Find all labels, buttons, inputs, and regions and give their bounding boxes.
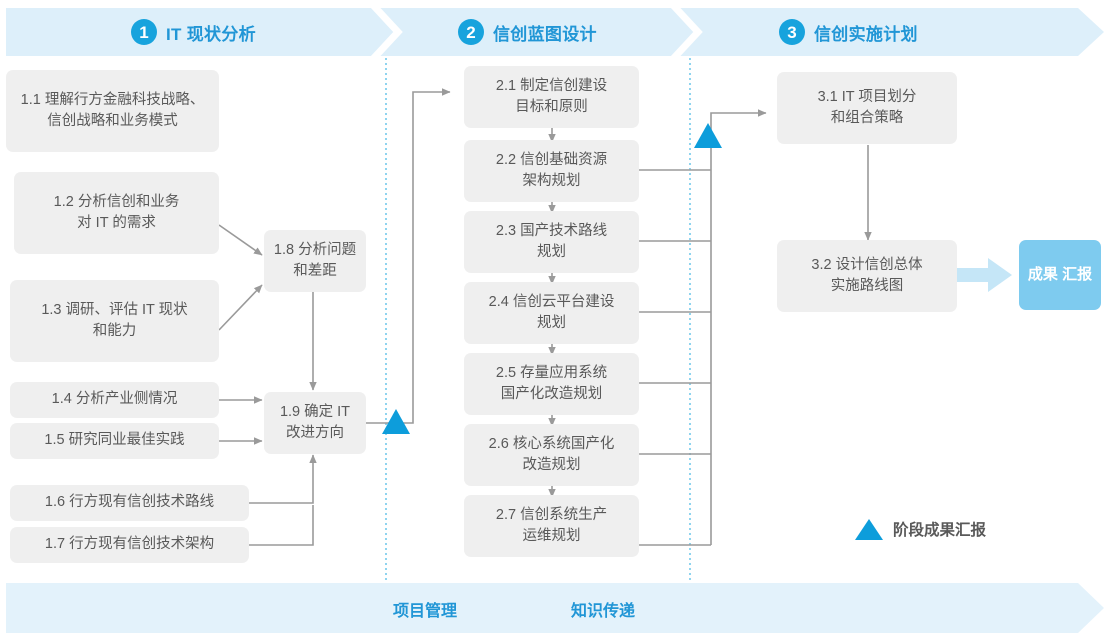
result-badge-line-1: 成果 (1027, 266, 1058, 284)
task-1-9-line-1: 1.9 确定 IT (279, 403, 351, 420)
task-box-1-5[interactable]: 1.5 研究同业最佳实践 (10, 423, 219, 459)
task-box-3-2[interactable]: 3.2 设计信创总体 实施路线图 (777, 240, 957, 312)
connectors-phase1 (218, 88, 451, 546)
task-box-1-6[interactable]: 1.6 行方现有信创技术路线 (10, 485, 249, 521)
task-1-1-line-2: 信创战略和业务模式 (47, 113, 178, 129)
task-1-2-line-2: 对 IT 的需求 (77, 215, 156, 231)
task-2-1-line-1: 2.1 制定信创建设 (495, 77, 608, 94)
phase-number-3: 3 (779, 19, 805, 45)
task-2-2-line-1: 2.2 信创基础资源 (495, 151, 608, 168)
task-box-1-2[interactable]: 1.2 分析信创和业务 对 IT 的需求 (14, 172, 219, 254)
result-report-badge[interactable]: 成果 汇报 (1019, 240, 1101, 310)
phase-title-3: 信创实施计划 (814, 24, 918, 44)
task-3-2-line-2: 实施路线图 (830, 278, 904, 294)
task-1-8-line-1: 1.8 分析问题 (273, 241, 357, 258)
task-box-1-8[interactable]: 1.8 分析问题 和差距 (264, 230, 366, 292)
task-box-2-5[interactable]: 2.5 存量应用系统 国产化改造规划 (464, 353, 639, 415)
task-2-5-line-1: 2.5 存量应用系统 (495, 364, 608, 381)
phase-number-2: 2 (458, 19, 484, 45)
task-box-2-6[interactable]: 2.6 核心系统国产化 改造规划 (464, 424, 639, 486)
task-box-1-3[interactable]: 1.3 调研、评估 IT 现状 和能力 (10, 280, 219, 362)
result-badge-line-2: 汇报 (1062, 266, 1093, 284)
legend-milestone: 阶段成果汇报 (855, 518, 986, 540)
task-3-1-line-2: 和组合策略 (830, 110, 904, 126)
task-2-3-line-2: 规划 (537, 244, 566, 260)
task-2-7-line-2: 运维规划 (522, 528, 581, 544)
phase-number-1: 1 (131, 19, 157, 45)
task-1-1-line-1: 1.1 理解行方金融科技战略、 (20, 91, 205, 108)
phase-header-3: 3 信创实施计划 (779, 19, 918, 45)
phase-header-2: 2 信创蓝图设计 (458, 19, 597, 45)
task-1-4-line-1: 1.4 分析产业侧情况 (51, 391, 178, 408)
task-2-4-line-1: 2.4 信创云平台建设 (488, 293, 615, 310)
task-3-1-line-1: 3.1 IT 项目划分 (817, 88, 917, 105)
task-2-1-line-2: 目标和原则 (515, 99, 588, 115)
task-box-3-1[interactable]: 3.1 IT 项目划分 和组合策略 (777, 72, 957, 144)
task-1-9-line-2: 改进方向 (285, 425, 344, 441)
task-box-2-3[interactable]: 2.3 国产技术路线 规划 (464, 211, 639, 273)
task-2-6-line-1: 2.6 核心系统国产化 (488, 435, 615, 452)
task-1-3-line-2: 和能力 (92, 323, 137, 339)
task-2-6-line-2: 改造规划 (522, 457, 581, 473)
task-box-2-7[interactable]: 2.7 信创系统生产 运维规划 (464, 495, 639, 557)
task-1-7-line-1: 1.7 行方现有信创技术架构 (44, 536, 215, 553)
task-box-2-4[interactable]: 2.4 信创云平台建设 规划 (464, 282, 639, 344)
milestone-triangle-phase2 (694, 123, 722, 148)
task-1-3-line-1: 1.3 调研、评估 IT 现状 (41, 301, 188, 318)
phase-title-1: IT 现状分析 (166, 24, 256, 44)
task-2-2-line-2: 架构规划 (522, 173, 581, 189)
task-1-5-line-1: 1.5 研究同业最佳实践 (44, 432, 185, 449)
phase-title-2: 信创蓝图设计 (493, 24, 597, 44)
task-1-8-line-2: 和差距 (293, 263, 337, 279)
task-box-1-9[interactable]: 1.9 确定 IT 改进方向 (264, 392, 366, 454)
milestone-triangle-phase1 (382, 409, 410, 434)
phase-header-1: 1 IT 现状分析 (131, 19, 256, 45)
triangle-icon (855, 518, 883, 540)
task-box-2-1[interactable]: 2.1 制定信创建设 目标和原则 (464, 66, 639, 128)
task-2-5-line-2: 国产化改造规划 (500, 386, 603, 402)
result-arrow (954, 258, 1012, 292)
footer-band (6, 583, 1104, 633)
task-1-2-line-1: 1.2 分析信创和业务 (53, 193, 180, 210)
task-box-1-1[interactable]: 1.1 理解行方金融科技战略、 信创战略和业务模式 (6, 70, 219, 152)
task-2-4-line-2: 规划 (537, 315, 566, 331)
task-box-2-2[interactable]: 2.2 信创基础资源 架构规划 (464, 140, 639, 202)
task-2-3-line-1: 2.3 国产技术路线 (495, 222, 608, 239)
task-box-1-4[interactable]: 1.4 分析产业侧情况 (10, 382, 219, 418)
legend-label: 阶段成果汇报 (893, 522, 987, 539)
task-box-1-7[interactable]: 1.7 行方现有信创技术架构 (10, 527, 249, 563)
footer-label-project-management: 项目管理 (393, 603, 458, 620)
task-1-6-line-1: 1.6 行方现有信创技术路线 (44, 494, 215, 511)
phase2-collector-bus (639, 109, 767, 546)
footer-label-knowledge-transfer: 知识传递 (571, 603, 636, 620)
task-3-2-line-1: 3.2 设计信创总体 (811, 256, 923, 273)
task-2-7-line-1: 2.7 信创系统生产 (495, 506, 608, 523)
